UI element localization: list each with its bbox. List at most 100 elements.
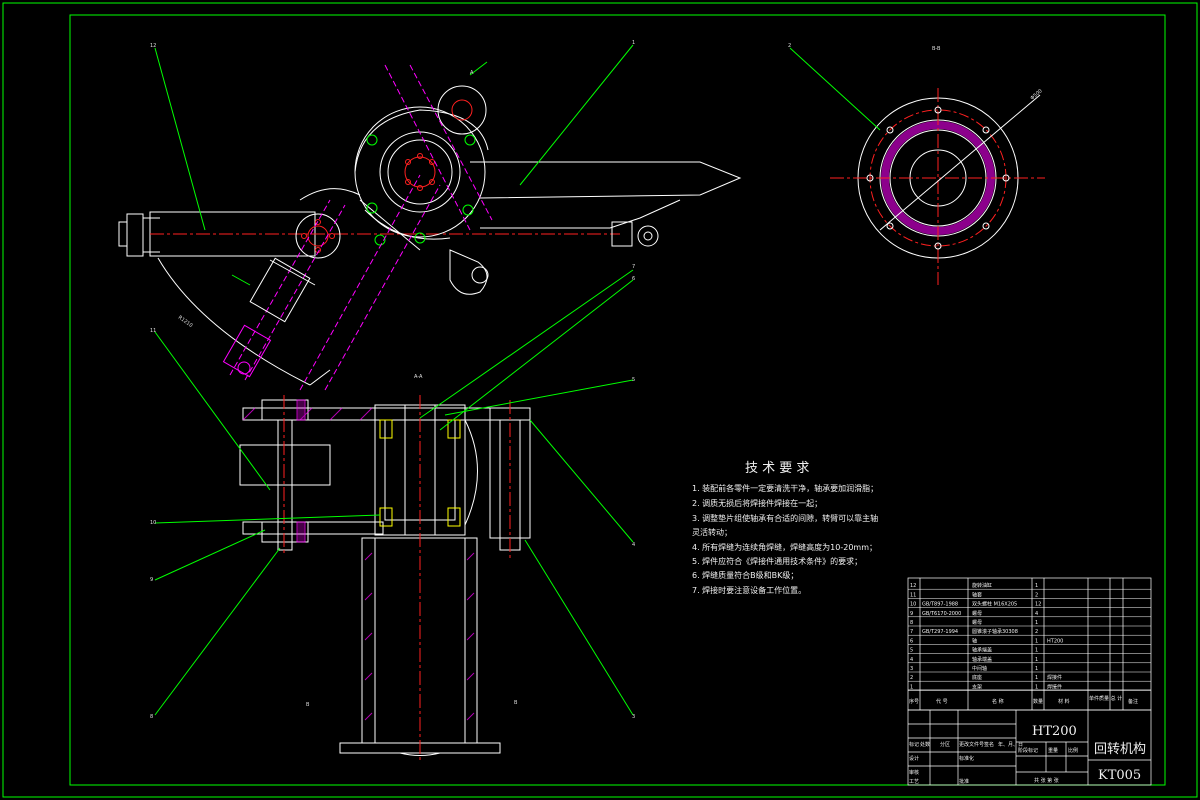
balloon-2: 2 — [788, 43, 791, 49]
tech-req-line: 5. 焊件应符合《焊接件通用技术条件》的要求； — [692, 556, 862, 566]
balloon-8: 8 — [150, 714, 153, 720]
bom-cell-name: 螺母 — [972, 610, 982, 617]
section-a-label: A-A — [414, 374, 423, 380]
diameter-dim: Φ500 — [1029, 88, 1043, 101]
tech-req-line: 7. 焊接时要注意设备工作位置。 — [692, 585, 806, 595]
tb-label: 比例 — [1068, 747, 1078, 754]
bom-header-qty: 数量 — [1033, 698, 1043, 705]
bom-cell-name: 支架 — [972, 683, 982, 690]
section-a-hatch — [242, 399, 475, 721]
bom-cell-material: HT200 — [1047, 638, 1063, 644]
title-block-labels: 标记 处数 分区 更改文件号 签名 年、月、日 设计 标准化 审核 工艺 批准 … — [909, 741, 1078, 785]
bom-cell-no: 5 — [910, 648, 913, 654]
bom-header-name: 名 称 — [992, 698, 1004, 705]
tb-label: 标记 — [909, 741, 919, 748]
bom-cell-name: 双头螺柱 M16X205 — [972, 601, 1017, 608]
bom-cell-qty: 1 — [1035, 666, 1038, 672]
bom-cell-code: GB/T897-1988 — [922, 602, 958, 608]
bom-table — [907, 577, 1152, 711]
bom-cell-no: 6 — [910, 638, 913, 644]
tech-req-line: 1. 装配前各零件一定要清洗干净，轴承要加润滑脂； — [692, 483, 878, 493]
bom-cell-qty: 1 — [1035, 675, 1038, 681]
leader-lines — [154, 44, 881, 716]
bom-cell-material: 焊接件 — [1047, 674, 1062, 681]
bom-cell-name: 轴承端盖 — [972, 656, 992, 663]
bom-cell-name: 螺母 — [972, 619, 982, 626]
bom-cell-qty: 2 — [1035, 629, 1038, 635]
balloon-12: 12 — [150, 43, 156, 49]
bom-cell-no: 4 — [910, 657, 913, 663]
bom-cell-no: 1 — [910, 684, 913, 690]
balloon-11: 11 — [150, 328, 156, 334]
bom-cell-qty: 2 — [1035, 592, 1038, 598]
tb-label: 更改文件号 — [959, 741, 984, 748]
bom-header-code: 代 号 — [936, 698, 948, 705]
bom-cell-no: 3 — [910, 666, 913, 672]
bom-header-material: 材 料 — [1058, 698, 1070, 705]
drawing-name: 回转机构 — [1094, 742, 1146, 757]
bom-cell-no: 7 — [910, 629, 913, 635]
tech-req-lines: 1. 装配前各零件一定要清洗干净，轴承要加润滑脂； 2. 调质无损后将焊接件焊接… — [692, 483, 878, 595]
tech-req-title: 技 术 要 求 — [745, 461, 809, 476]
bolt-holes — [366, 134, 476, 246]
hub-bolts — [301, 153, 435, 253]
tb-label: 签名 — [984, 741, 994, 748]
bom-cell-name: 旋转油缸 — [972, 582, 992, 589]
bom-cell-qty: 1 — [1035, 657, 1038, 663]
cut-b-right: B — [514, 700, 518, 706]
bom-cell-name: 圆锥滚子轴承30308 — [972, 628, 1018, 635]
bom-cell-qty: 1 — [1035, 684, 1038, 690]
balloon-10: 10 — [150, 520, 156, 526]
section-b-view — [830, 88, 1045, 285]
bom-cell-qty: 1 — [1035, 648, 1038, 654]
bom-cell-qty: 1 — [1035, 620, 1038, 626]
bom-cell-qty: 1 — [1035, 583, 1038, 589]
radius-dim: R1210 — [177, 315, 194, 329]
section-b-label: B-B — [932, 46, 941, 52]
hydraulic-cylinder — [222, 64, 493, 391]
tb-label: 批准 — [959, 778, 969, 785]
bom-header: 序号 代 号 名 称 数量 材 料 单件质量 总 计 备注 — [908, 689, 1151, 705]
balloon-6: 6 — [632, 276, 635, 282]
tb-label: 工艺 — [909, 779, 919, 785]
title-block — [907, 709, 1152, 786]
tech-req-line: 4. 所有焊缝为连续角焊缝，焊缝高度为10-20mm； — [692, 542, 877, 552]
bom-cell-name: 轴套 — [972, 591, 982, 598]
tb-label: 阶段标记 — [1018, 747, 1038, 754]
section-b-holes — [866, 106, 1010, 250]
tb-label: 标准化 — [959, 755, 974, 762]
bom-cell-qty: 4 — [1035, 611, 1038, 617]
bom-cell-no: 12 — [910, 583, 916, 589]
bom-cell-code: GB/T6170-2000 — [922, 611, 961, 617]
bom-cell-code: GB/T297-1994 — [922, 629, 958, 635]
elevation-view — [118, 85, 742, 386]
bom-cell-material: 焊接件 — [1047, 683, 1062, 690]
bom-header-weight: 单件质量 总 计 — [1089, 695, 1122, 702]
bom-cell-no: 11 — [910, 592, 916, 598]
bearings — [379, 419, 461, 527]
balloon-7: 7 — [632, 264, 635, 270]
balloon-1: 1 — [632, 40, 635, 46]
tb-label: 处数 — [920, 741, 930, 748]
cut-b-left: B — [306, 702, 310, 708]
tech-req-line: 灵活转动； — [692, 527, 732, 537]
balloon-9: 9 — [150, 577, 153, 583]
tb-label: 审核 — [909, 769, 919, 776]
bom-cell-qty: 1 — [1035, 638, 1038, 644]
drawing-number: KT005 — [1098, 768, 1141, 783]
title-material: HT200 — [1032, 724, 1077, 739]
bom-cell-no: 9 — [910, 611, 913, 617]
sheet-count: 共 张 第 张 — [1034, 777, 1059, 784]
tech-req-line: 3. 调整垫片组使轴承有合适的间隙，转臂可以靠主轴 — [692, 513, 878, 523]
tb-label: 年、月、日 — [998, 741, 1023, 748]
tech-req-line: 2. 调质无损后将焊接件焊接在一起； — [692, 498, 822, 508]
tb-label: 分区 — [940, 741, 950, 748]
bom-cell-name: 底座 — [972, 674, 982, 681]
bom-cell-no: 8 — [910, 620, 913, 626]
view-a-arrow: A — [470, 70, 474, 76]
bom-cell-name: 轴 — [972, 637, 977, 644]
bom-cell-name: 中间轴 — [972, 665, 987, 672]
